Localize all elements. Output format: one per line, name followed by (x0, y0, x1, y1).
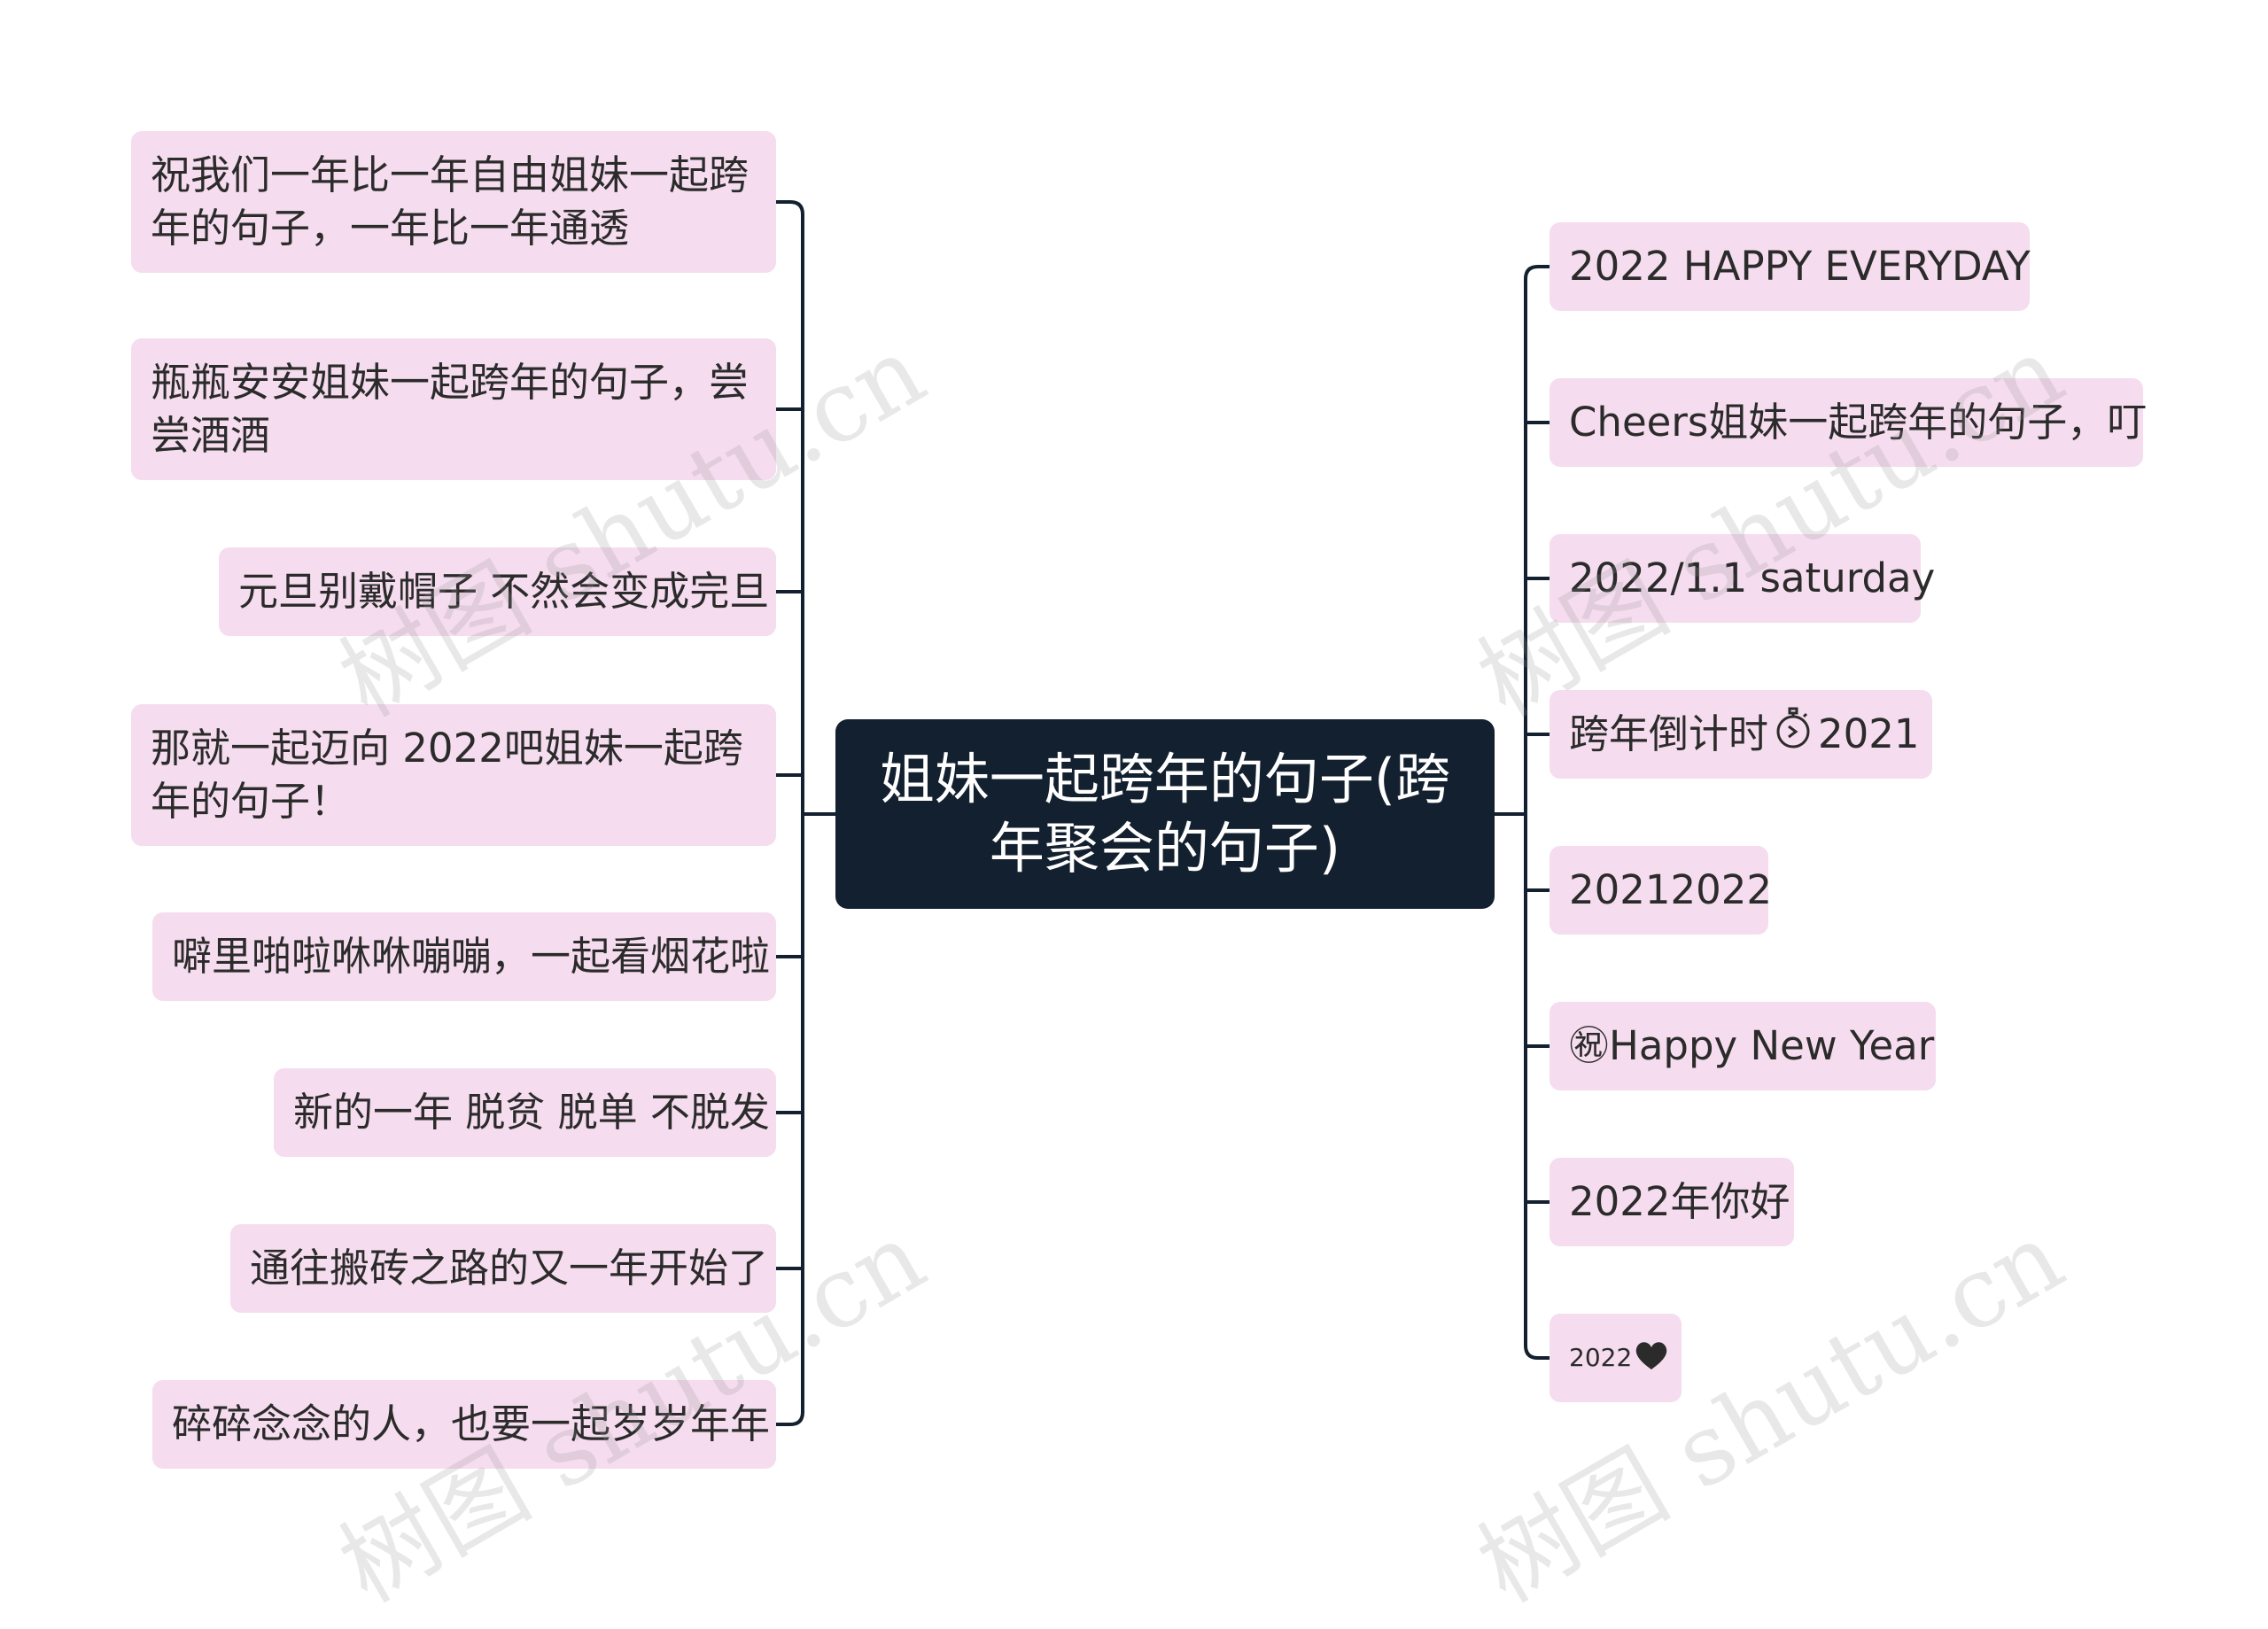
left-node-4-label: 那就一起迈向 2022吧姐妹一起跨年的句子！ (151, 725, 743, 825)
stopwatch-icon (1774, 707, 1813, 762)
right-branch-line (1524, 1344, 1551, 1360)
left-node-7[interactable]: 通往搬砖之路的又一年开始了 (230, 1224, 776, 1313)
right-node-5-label: 20212022 (1569, 866, 1773, 913)
heart-icon (1634, 1332, 1669, 1384)
root-topic-label: 姐妹一起跨年的句子(跨年聚会的句子) (879, 747, 1451, 880)
right-node-8-label: 2022 (1569, 1343, 1633, 1372)
right-node-4-label-before: 跨年倒计时 (1569, 710, 1769, 757)
right-node-2[interactable]: Cheers姐妹一起跨年的句子，叮 (1550, 378, 2147, 467)
right-node-7-label: 2022年你好 (1569, 1178, 1790, 1225)
left-node-3-label: 元旦别戴帽子 不然会变成完旦 (238, 568, 770, 615)
congratulation-icon: ㊗ (1569, 1022, 1610, 1069)
left-node-7-label: 通往搬砖之路的又一年开始了 (250, 1245, 769, 1292)
left-node-6[interactable]: 新的一年 脱贫 脱单 不脱发 (274, 1068, 776, 1157)
right-branch-line (1524, 265, 1551, 281)
right-node-1[interactable]: 2022 HAPPY EVERYDAY (1550, 222, 2031, 311)
left-node-3[interactable]: 元旦别戴帽子 不然会变成完旦 (219, 547, 776, 636)
left-branch-line (774, 1410, 804, 1426)
left-node-1[interactable]: 祝我们一年比一年自由姐妹一起跨年的句子，一年比一年通透 (131, 131, 776, 273)
right-node-8[interactable]: 2022 (1550, 1314, 1682, 1402)
left-node-8-label: 碎碎念念的人，也要一起岁岁年年 (172, 1400, 771, 1447)
left-node-4[interactable]: 那就一起迈向 2022吧姐妹一起跨年的句子！ (131, 704, 776, 846)
right-node-6-label: Happy New Year (1609, 1022, 1935, 1069)
right-node-2-label: Cheers姐妹一起跨年的句子，叮 (1569, 399, 2148, 446)
right-node-3[interactable]: 2022/1.1 saturday (1550, 534, 1935, 623)
left-node-2[interactable]: 瓶瓶安安姐妹一起跨年的句子，尝尝酒酒 (131, 338, 776, 480)
right-node-3-label: 2022/1.1 saturday (1569, 555, 1936, 601)
right-node-4-label-after: 2021 (1818, 710, 1920, 757)
right-node-5[interactable]: 20212022 (1550, 846, 1772, 935)
left-node-5-label: 噼里啪啦咻咻嘣嘣，一起看烟花啦 (172, 933, 771, 980)
left-node-2-label: 瓶瓶安安姐妹一起跨年的句子，尝尝酒酒 (151, 359, 750, 459)
left-node-6-label: 新的一年 脱贫 脱单 不脱发 (293, 1089, 770, 1136)
left-node-5[interactable]: 噼里啪啦咻咻嘣嘣，一起看烟花啦 (152, 912, 776, 1001)
left-branch-line (774, 200, 804, 216)
right-node-7[interactable]: 2022年你好 (1550, 1158, 1794, 1246)
mind-map-canvas: 姐妹一起跨年的句子(跨年聚会的句子) 祝我们一年比一年自由姐妹一起跨年的句子，一… (131, 131, 2147, 1624)
connector-lines (774, 200, 1551, 1426)
root-topic[interactable]: 姐妹一起跨年的句子(跨年聚会的句子) (835, 719, 1495, 909)
right-node-4[interactable]: 跨年倒计时 2021 (1550, 690, 1932, 779)
right-node-1-label: 2022 HAPPY EVERYDAY (1569, 243, 2031, 290)
left-node-1-label: 祝我们一年比一年自由姐妹一起跨年的句子，一年比一年通透 (151, 151, 750, 252)
left-node-8[interactable]: 碎碎念念的人，也要一起岁岁年年 (152, 1380, 776, 1469)
right-node-6[interactable]: ㊗ Happy New Year (1550, 1002, 1936, 1090)
